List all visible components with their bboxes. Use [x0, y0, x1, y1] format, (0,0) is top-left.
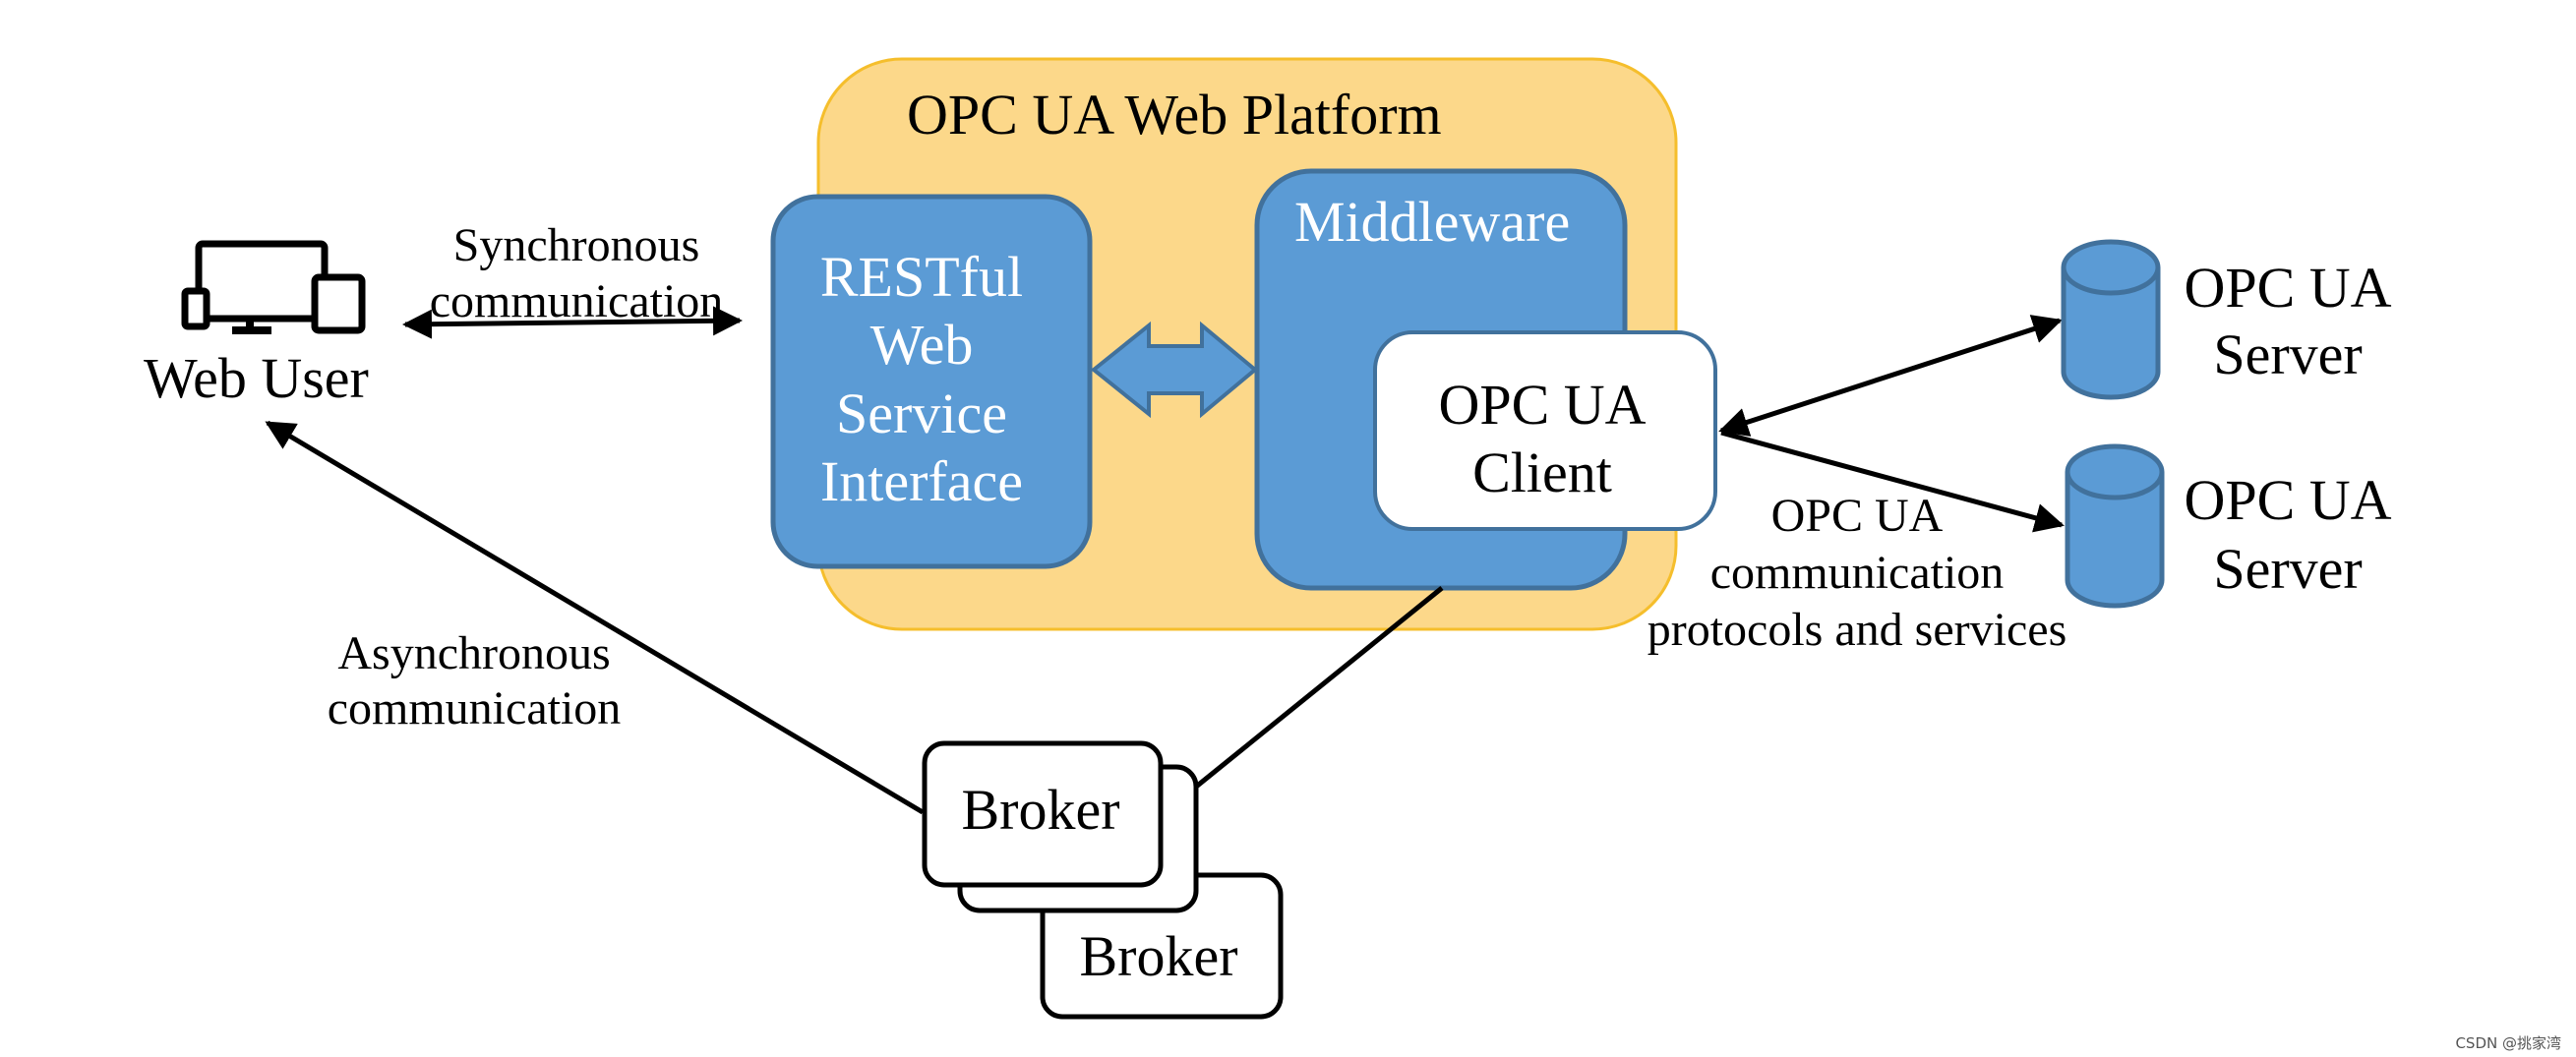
- broker-back-label: Broker: [1079, 924, 1237, 988]
- server-1-line-2: Server: [2213, 323, 2362, 386]
- platform-title: OPC UA Web Platform: [907, 83, 1442, 147]
- restful-interface-box: [770, 194, 1093, 569]
- middleware-title: Middleware: [1294, 190, 1570, 254]
- devices-icon: [181, 240, 366, 334]
- async-label-line-1: Asynchronous: [337, 627, 610, 679]
- middleware-to-broker-arrow: [1162, 586, 1444, 814]
- restful-line-4: Interface: [820, 449, 1023, 513]
- opc-ua-client-box: [1373, 330, 1717, 531]
- protocols-label-line-2: communication: [1710, 547, 2005, 599]
- restful-line-3: Service: [836, 382, 1007, 445]
- broker-front-box: [922, 740, 1164, 888]
- database-icon: [2065, 443, 2165, 609]
- async-label-line-2: communication: [328, 682, 622, 734]
- client-to-server-1-arrow: [1718, 315, 2063, 437]
- web-user-label: Web User: [144, 346, 369, 410]
- async-arrow: [265, 420, 925, 815]
- protocols-label-line-1: OPC UA: [1771, 490, 1944, 542]
- client-to-server-2-arrow: [1720, 430, 2065, 533]
- database-icon: [2061, 239, 2161, 400]
- broker-front-label: Broker: [961, 778, 1119, 842]
- server-2-line-2: Server: [2213, 537, 2362, 601]
- sync-label-line-1: Synchronous: [453, 219, 700, 271]
- watermark: CSDN @挑家湾: [2455, 1034, 2561, 1052]
- protocols-label-line-3: protocols and services: [1647, 604, 2067, 656]
- restful-line-2: Web: [870, 313, 974, 377]
- client-line-2: Client: [1472, 440, 1612, 504]
- server-1-line-1: OPC UA: [2184, 256, 2391, 320]
- sync-arrow: [402, 306, 743, 339]
- restful-line-1: RESTful: [820, 245, 1023, 309]
- server-2-line-1: OPC UA: [2184, 468, 2391, 532]
- sync-label-line-2: communication: [430, 275, 724, 327]
- restful-interface-label: RESTful Web Service Interface: [820, 245, 1023, 513]
- client-line-1: OPC UA: [1438, 373, 1646, 437]
